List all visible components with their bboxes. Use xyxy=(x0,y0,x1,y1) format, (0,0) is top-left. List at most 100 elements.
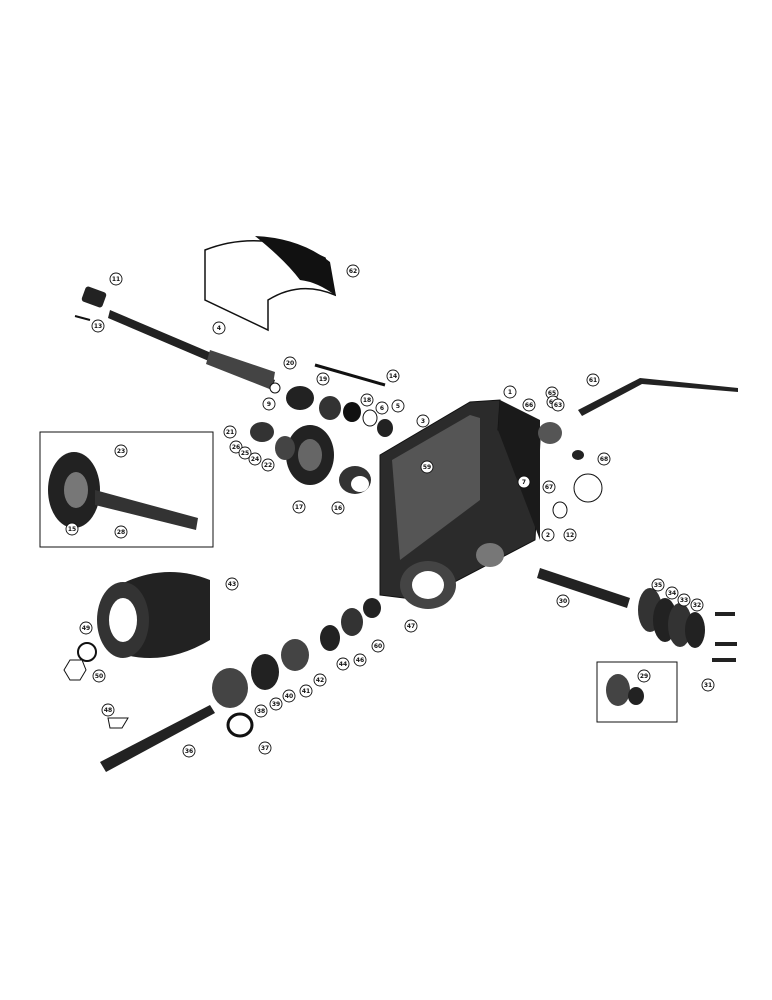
callout-label: 60 xyxy=(374,643,382,650)
callout-label: 36 xyxy=(185,748,193,755)
callout-label: 29 xyxy=(640,673,648,680)
shaft-4 xyxy=(74,286,275,390)
cover-shield xyxy=(204,236,337,332)
callout-label: 22 xyxy=(264,462,272,469)
callout-label: 37 xyxy=(261,745,269,752)
callout-59: 59 xyxy=(420,460,434,474)
gear-housing xyxy=(379,399,541,609)
callout-label: 47 xyxy=(407,623,415,630)
callout-11: 11 xyxy=(109,272,123,286)
callout-label: 26 xyxy=(232,444,240,451)
callout-label: 16 xyxy=(334,505,342,512)
callout-63: 63 xyxy=(551,398,565,412)
callout-17: 17 xyxy=(292,500,306,514)
callout-label: 39 xyxy=(272,701,280,708)
callout-label: 3 xyxy=(421,418,425,425)
callout-label: 65 xyxy=(548,390,556,397)
lower-shaft-assembly xyxy=(63,598,381,772)
callout-25: 25 xyxy=(238,446,252,460)
callout-61: 61 xyxy=(586,373,600,387)
callout-label: 9 xyxy=(267,401,271,408)
callout-37: 37 xyxy=(258,741,272,755)
callout-label: 4 xyxy=(217,325,221,332)
callout-label: 1 xyxy=(508,389,512,396)
callout-13: 13 xyxy=(91,319,105,333)
callout-label: 43 xyxy=(228,581,236,588)
callout-9: 9 xyxy=(262,397,276,411)
callout-label: 33 xyxy=(680,597,688,604)
callout-label: 41 xyxy=(302,688,310,695)
callout-20: 20 xyxy=(283,356,297,370)
callout-label: 35 xyxy=(654,582,662,589)
callout-22: 22 xyxy=(261,458,275,472)
callout-label: 25 xyxy=(241,450,249,457)
callout-21: 21 xyxy=(223,425,237,439)
callout-66: 66 xyxy=(522,398,536,412)
callout-label: 18 xyxy=(363,397,371,404)
callout-label: 63 xyxy=(554,402,562,409)
callout-label: 15 xyxy=(68,526,76,533)
callout-label: 23 xyxy=(117,448,125,455)
callout-label: 31 xyxy=(704,682,712,689)
callout-42: 42 xyxy=(313,673,327,687)
callout-40: 40 xyxy=(282,689,296,703)
callout-label: 50 xyxy=(95,673,103,680)
callout-label: 66 xyxy=(525,402,533,409)
callout-label: 42 xyxy=(316,677,324,684)
callout-5: 5 xyxy=(391,399,405,413)
callout-29: 29 xyxy=(637,669,651,683)
callout-32: 32 xyxy=(690,598,704,612)
cluster-gear xyxy=(250,422,371,494)
callout-31: 31 xyxy=(701,678,715,692)
callout-6: 6 xyxy=(375,401,389,415)
callout-label: 20 xyxy=(286,360,294,367)
callout-48: 48 xyxy=(101,703,115,717)
callout-label: 24 xyxy=(251,456,259,463)
clutch-pack-right xyxy=(638,588,737,662)
callout-19: 19 xyxy=(316,372,330,386)
callout-label: 6 xyxy=(380,405,384,412)
callout-2: 2 xyxy=(541,528,555,542)
callout-43: 43 xyxy=(225,577,239,591)
callout-label: 38 xyxy=(257,708,265,715)
callout-28: 28 xyxy=(114,525,128,539)
callout-35: 35 xyxy=(651,578,665,592)
callout-44: 44 xyxy=(336,657,350,671)
callout-label: 12 xyxy=(566,532,574,539)
callout-label: 61 xyxy=(589,377,597,384)
callout-label: 48 xyxy=(104,707,112,714)
callout-label: 5 xyxy=(396,403,400,410)
callout-46: 46 xyxy=(353,653,367,667)
callout-15: 15 xyxy=(65,522,79,536)
callout-24: 24 xyxy=(248,452,262,466)
callout-label: 46 xyxy=(356,657,364,664)
callout-label: 21 xyxy=(226,429,234,436)
inset-box-right xyxy=(596,661,678,723)
callout-1: 1 xyxy=(503,385,517,399)
callout-23: 23 xyxy=(114,444,128,458)
callout-7: 7 xyxy=(517,475,531,489)
callout-50: 50 xyxy=(92,669,106,683)
callout-47: 47 xyxy=(404,619,418,633)
callout-label: 68 xyxy=(600,456,608,463)
callout-label: 44 xyxy=(339,661,347,668)
callout-label: 7 xyxy=(522,479,526,486)
callout-30: 30 xyxy=(556,594,570,608)
callout-label: 19 xyxy=(319,376,327,383)
callout-14: 14 xyxy=(386,369,400,383)
callout-16: 16 xyxy=(331,501,345,515)
callout-49: 49 xyxy=(79,621,93,635)
callout-label: 59 xyxy=(423,464,431,471)
callout-39: 39 xyxy=(269,697,283,711)
callout-label: 40 xyxy=(285,693,293,700)
callout-68: 68 xyxy=(597,452,611,466)
callout-label: 49 xyxy=(82,625,90,632)
shifter-parts xyxy=(538,378,738,519)
callout-34: 34 xyxy=(665,586,679,600)
callout-12: 12 xyxy=(563,528,577,542)
callout-33: 33 xyxy=(677,593,691,607)
callout-18: 18 xyxy=(360,393,374,407)
callout-label: 62 xyxy=(349,268,357,275)
drum-pulley xyxy=(97,572,210,658)
